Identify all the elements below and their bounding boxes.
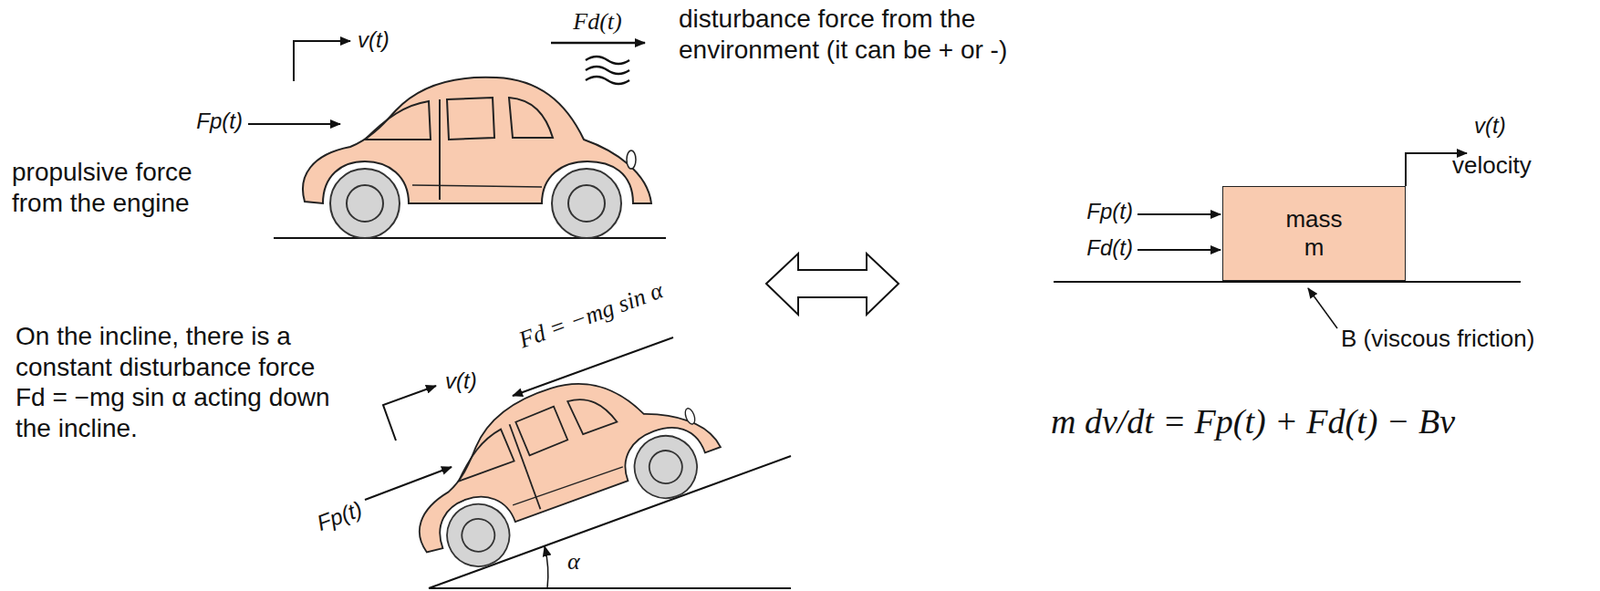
car-incline	[386, 340, 731, 584]
velocity-label: v(t)	[445, 368, 478, 395]
velocity-arrow	[293, 41, 351, 82]
note-text: On the incline, there is a constant dist…	[15, 321, 349, 444]
disturbance-arrow	[550, 41, 645, 45]
ground-line	[1053, 280, 1521, 283]
note-text: propulsive force from the engine	[11, 156, 240, 219]
force-arrow	[248, 123, 341, 125]
force-arrow	[1137, 249, 1221, 251]
force-label: Fp(t)	[196, 108, 243, 136]
force-label: Fd(t)	[1086, 235, 1133, 262]
force-arrow	[364, 467, 452, 500]
force-label: Fp(t)	[1086, 198, 1133, 226]
equation: m dv/dt = Fp(t) + Fd(t) − Bv	[1050, 401, 1455, 444]
velocity-label: v(t)	[357, 27, 390, 54]
angle-arc	[544, 546, 549, 589]
wind-symbol	[585, 56, 630, 84]
force-label: Fd(t)	[572, 7, 622, 36]
block-label: mass m	[1277, 205, 1351, 262]
note-text: velocity	[1452, 151, 1532, 180]
friction-label: B (viscous friction)	[1340, 324, 1535, 354]
force-label: Fp(t)	[312, 496, 365, 537]
velocity-arrow	[383, 385, 437, 441]
note-text: disturbance force from the environment (…	[678, 3, 1108, 65]
mass-block: mass m	[1222, 186, 1406, 281]
leader-line	[1308, 288, 1338, 329]
equivalence-arrow	[766, 253, 899, 315]
ground-line	[273, 237, 666, 239]
angle-label: α	[567, 547, 581, 576]
base-line	[428, 587, 791, 590]
car-flat	[302, 77, 652, 239]
force-arrow	[1137, 213, 1221, 216]
force-label: Fd = −mg sin α	[515, 276, 667, 355]
velocity-label: v(t)	[1474, 113, 1507, 140]
